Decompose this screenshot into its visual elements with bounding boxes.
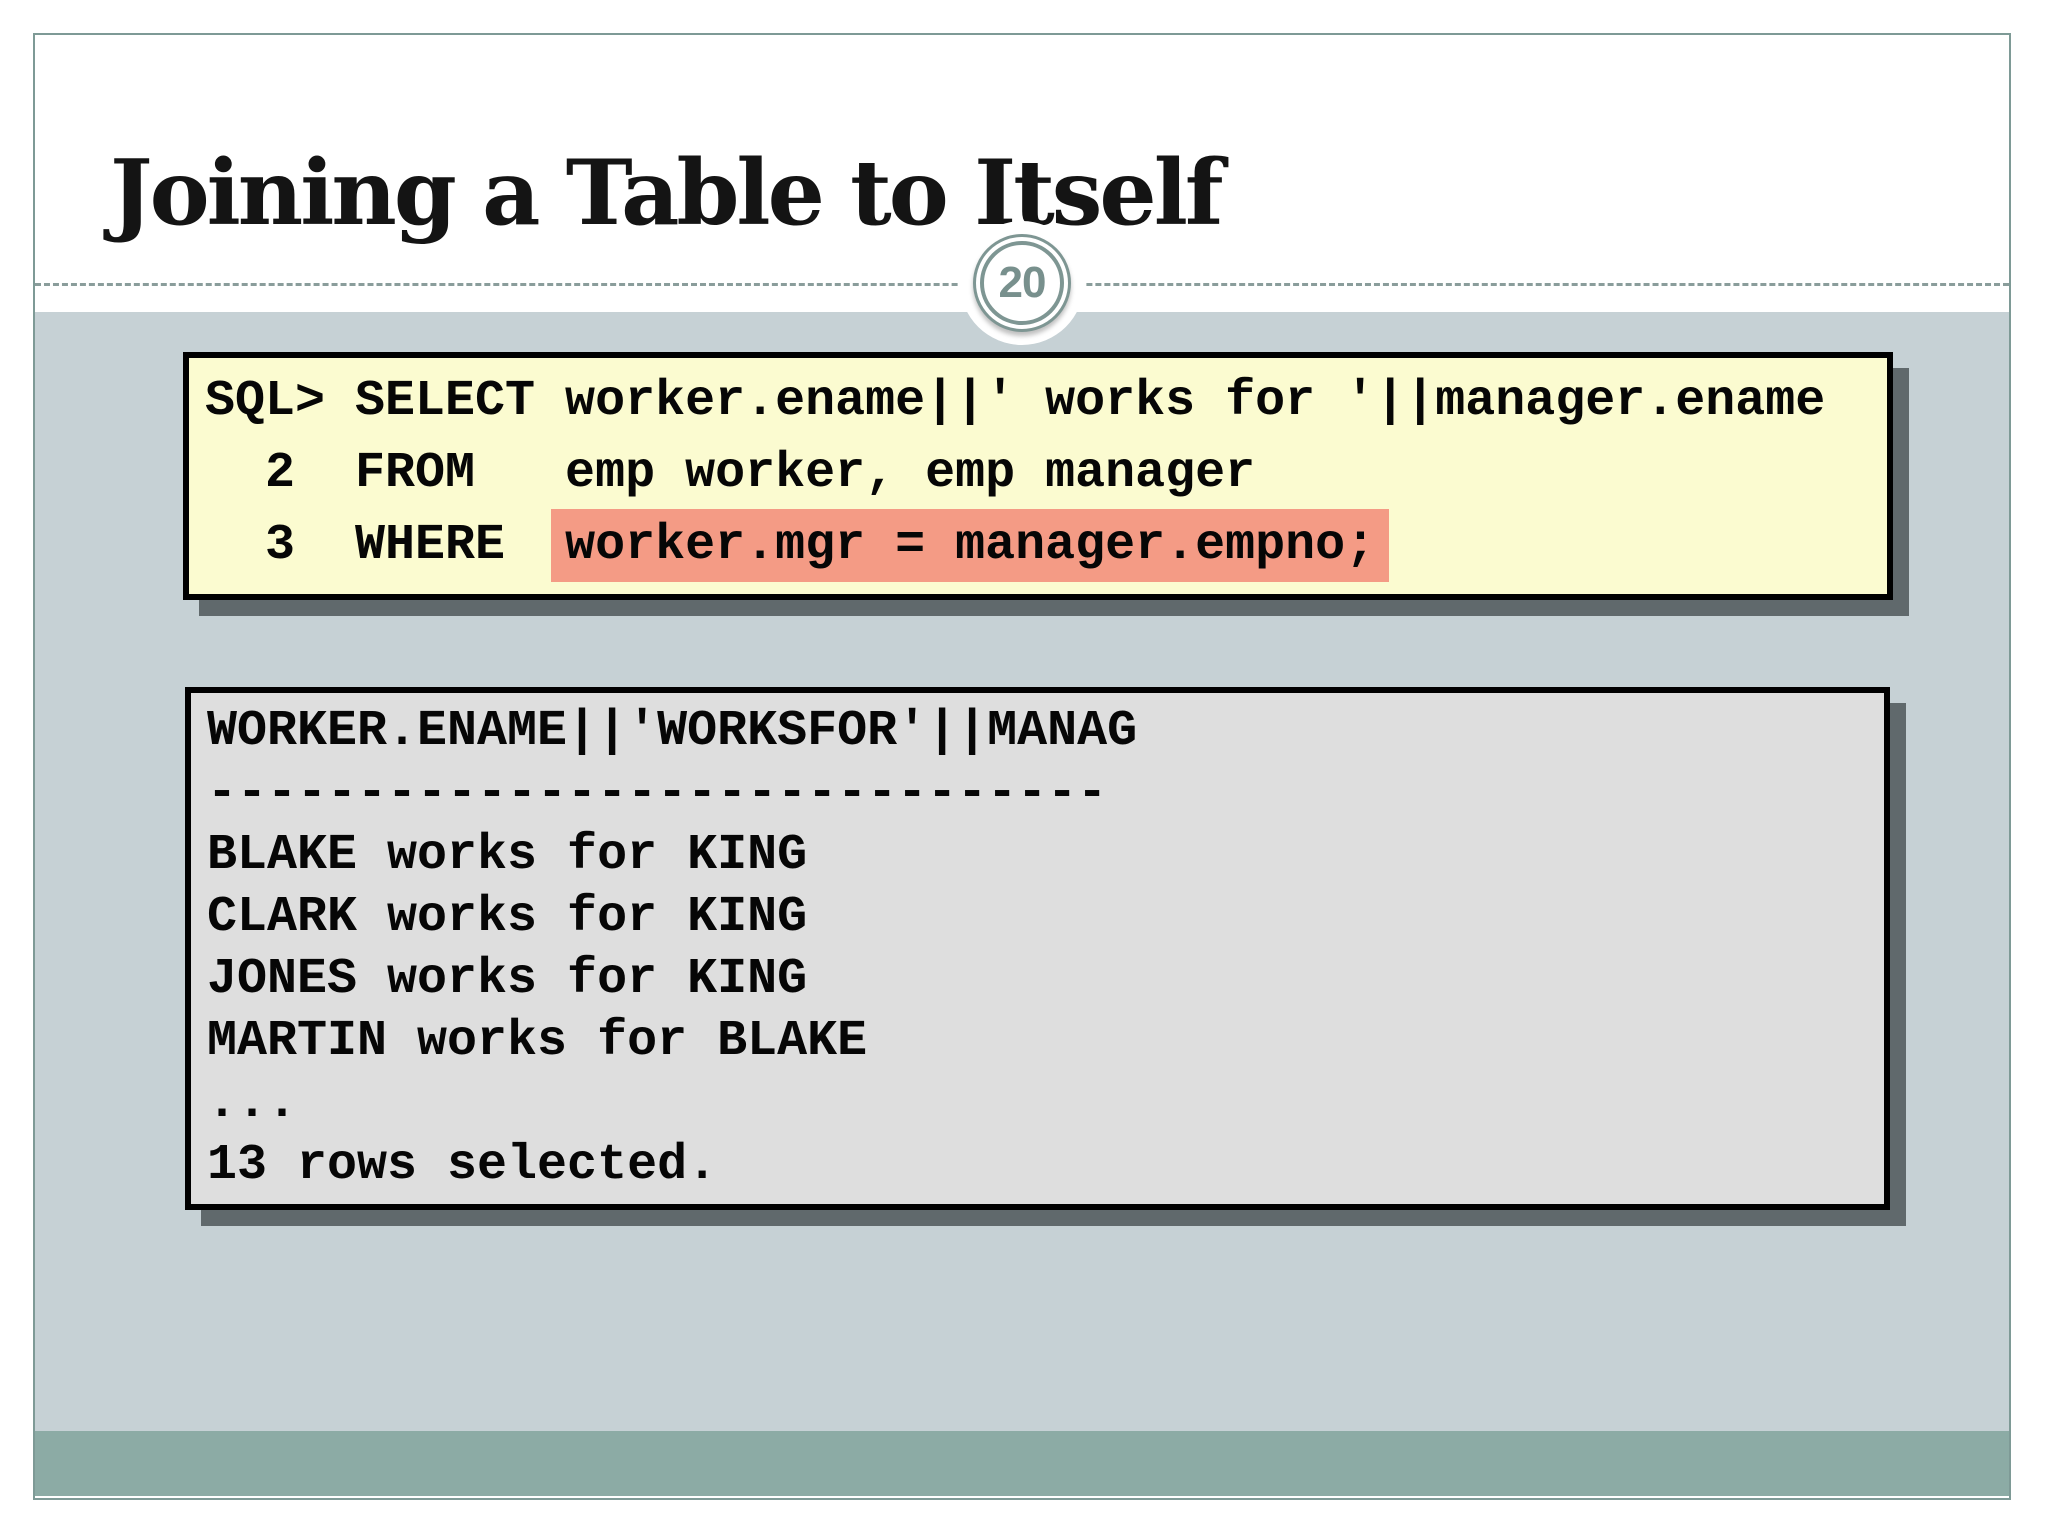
output-row: CLARK works for KING [207,889,808,946]
sql-line-3-prefix: 3 WHERE [205,517,566,574]
query-output: WORKER.ENAME||'WORKSFOR'||MANAG---------… [191,693,1884,1197]
badge-inner-ring: 20 [980,241,1064,325]
sql-line-3: 3 WHERE worker.mgr = manager.empno; [205,509,1887,582]
output-column-header: WORKER.ENAME||'WORKSFOR'||MANAG [207,703,1138,760]
sql-highlighted-join-condition: worker.mgr = manager.empno; [551,509,1390,582]
slide-frame: Joining a Table to Itself 20 SQL> SELECT… [33,33,2011,1500]
page-number: 20 [998,258,1047,307]
slide-footer-band [35,1431,2009,1496]
output-row: MARTIN works for BLAKE [207,1013,868,1070]
badge-outer-ring: 20 [973,234,1071,332]
output-row: JONES works for KING [207,951,808,1008]
sql-code-box: SQL> SELECT worker.ename||' works for '|… [183,352,1893,600]
page-number-badge: 20 [960,221,1084,345]
output-ellipsis: ... [207,1075,298,1132]
sql-line-2: 2 FROM emp worker, emp manager [205,445,1256,502]
query-output-box: WORKER.ENAME||'WORKSFOR'||MANAG---------… [185,687,1890,1210]
sql-code: SQL> SELECT worker.ename||' works for '|… [189,358,1887,582]
output-row: BLAKE works for KING [207,827,808,884]
output-header-rule: ------------------------------ [207,765,1108,822]
output-row-count: 13 rows selected. [207,1137,718,1194]
slide-title: Joining a Table to Itself [110,140,1224,246]
sql-line-1: SQL> SELECT worker.ename||' works for '|… [205,373,1826,430]
